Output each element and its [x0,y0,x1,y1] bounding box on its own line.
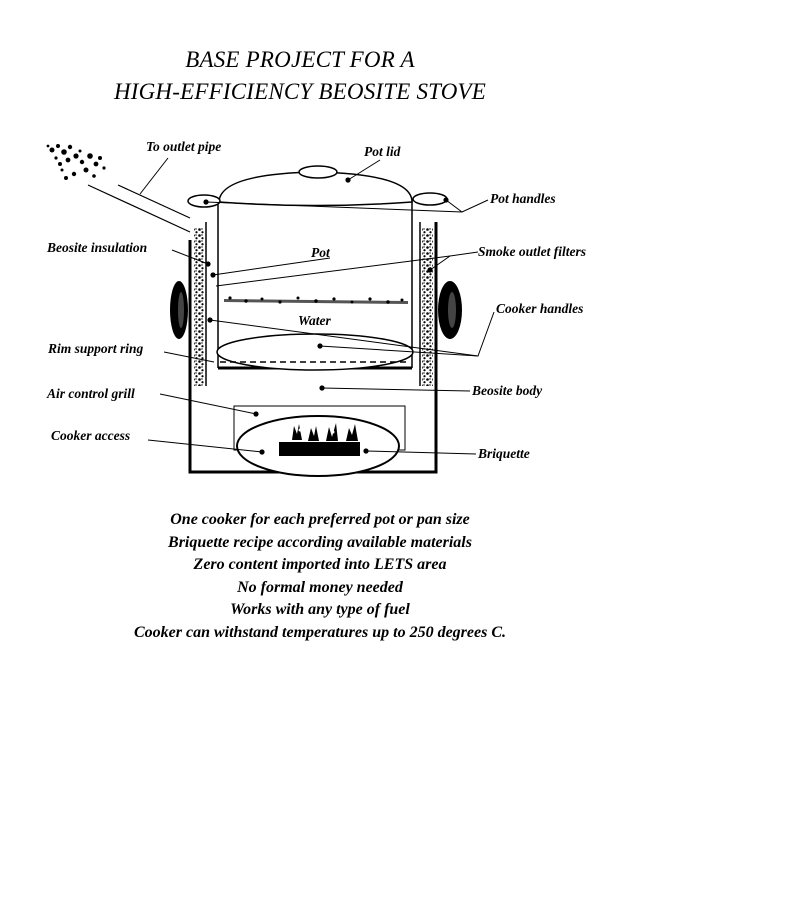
label-pot: Pot [311,245,331,260]
label-beosite-insulation: Beosite insulation [46,240,147,255]
water-rim-ellipse [216,333,414,371]
label-water: Water [298,313,331,328]
label-outlet-pipe: To outlet pipe [146,139,221,154]
note-line: Cooker can withstand temperatures up to … [133,623,507,641]
label-rim-support-ring: Rim support ring [47,341,144,356]
pot-handle-right [412,192,448,206]
label-smoke-outlet-filters: Smoke outlet filters [478,244,586,259]
smoke-outlet-filter [224,296,408,304]
leader-lines [139,157,495,455]
leader-dots [203,177,449,455]
feature-notes: One cooker for each preferred pot or pan… [0,509,640,645]
title-line-1: BASE PROJECT FOR A [185,47,415,72]
label-cooker-access: Cooker access [51,428,130,443]
note-line: Briquette recipe according available mat… [168,533,472,551]
briquette-block [279,442,360,456]
title-line-2: HIGH-EFFICIENCY BEOSITE STOVE [113,79,487,104]
flames [292,423,358,441]
note-line: Works with any type of fuel [230,601,410,619]
note-line: No formal money needed [237,578,403,596]
label-beosite-body: Beosite body [471,383,543,398]
beosite-insulation-fill [194,228,433,386]
label-air-control-grill: Air control grill [46,386,135,401]
note-line: Zero content imported into LETS area [193,556,447,574]
outlet-pipe [87,184,191,233]
pot-lid [218,165,413,207]
smoke-cloud [46,144,106,180]
label-cooker-handles: Cooker handles [496,301,583,316]
label-pot-lid: Pot lid [364,144,401,159]
label-pot-handles: Pot handles [490,191,556,206]
note-line: One cooker for each preferred pot or pan… [170,511,470,528]
label-briquette: Briquette [477,446,530,461]
